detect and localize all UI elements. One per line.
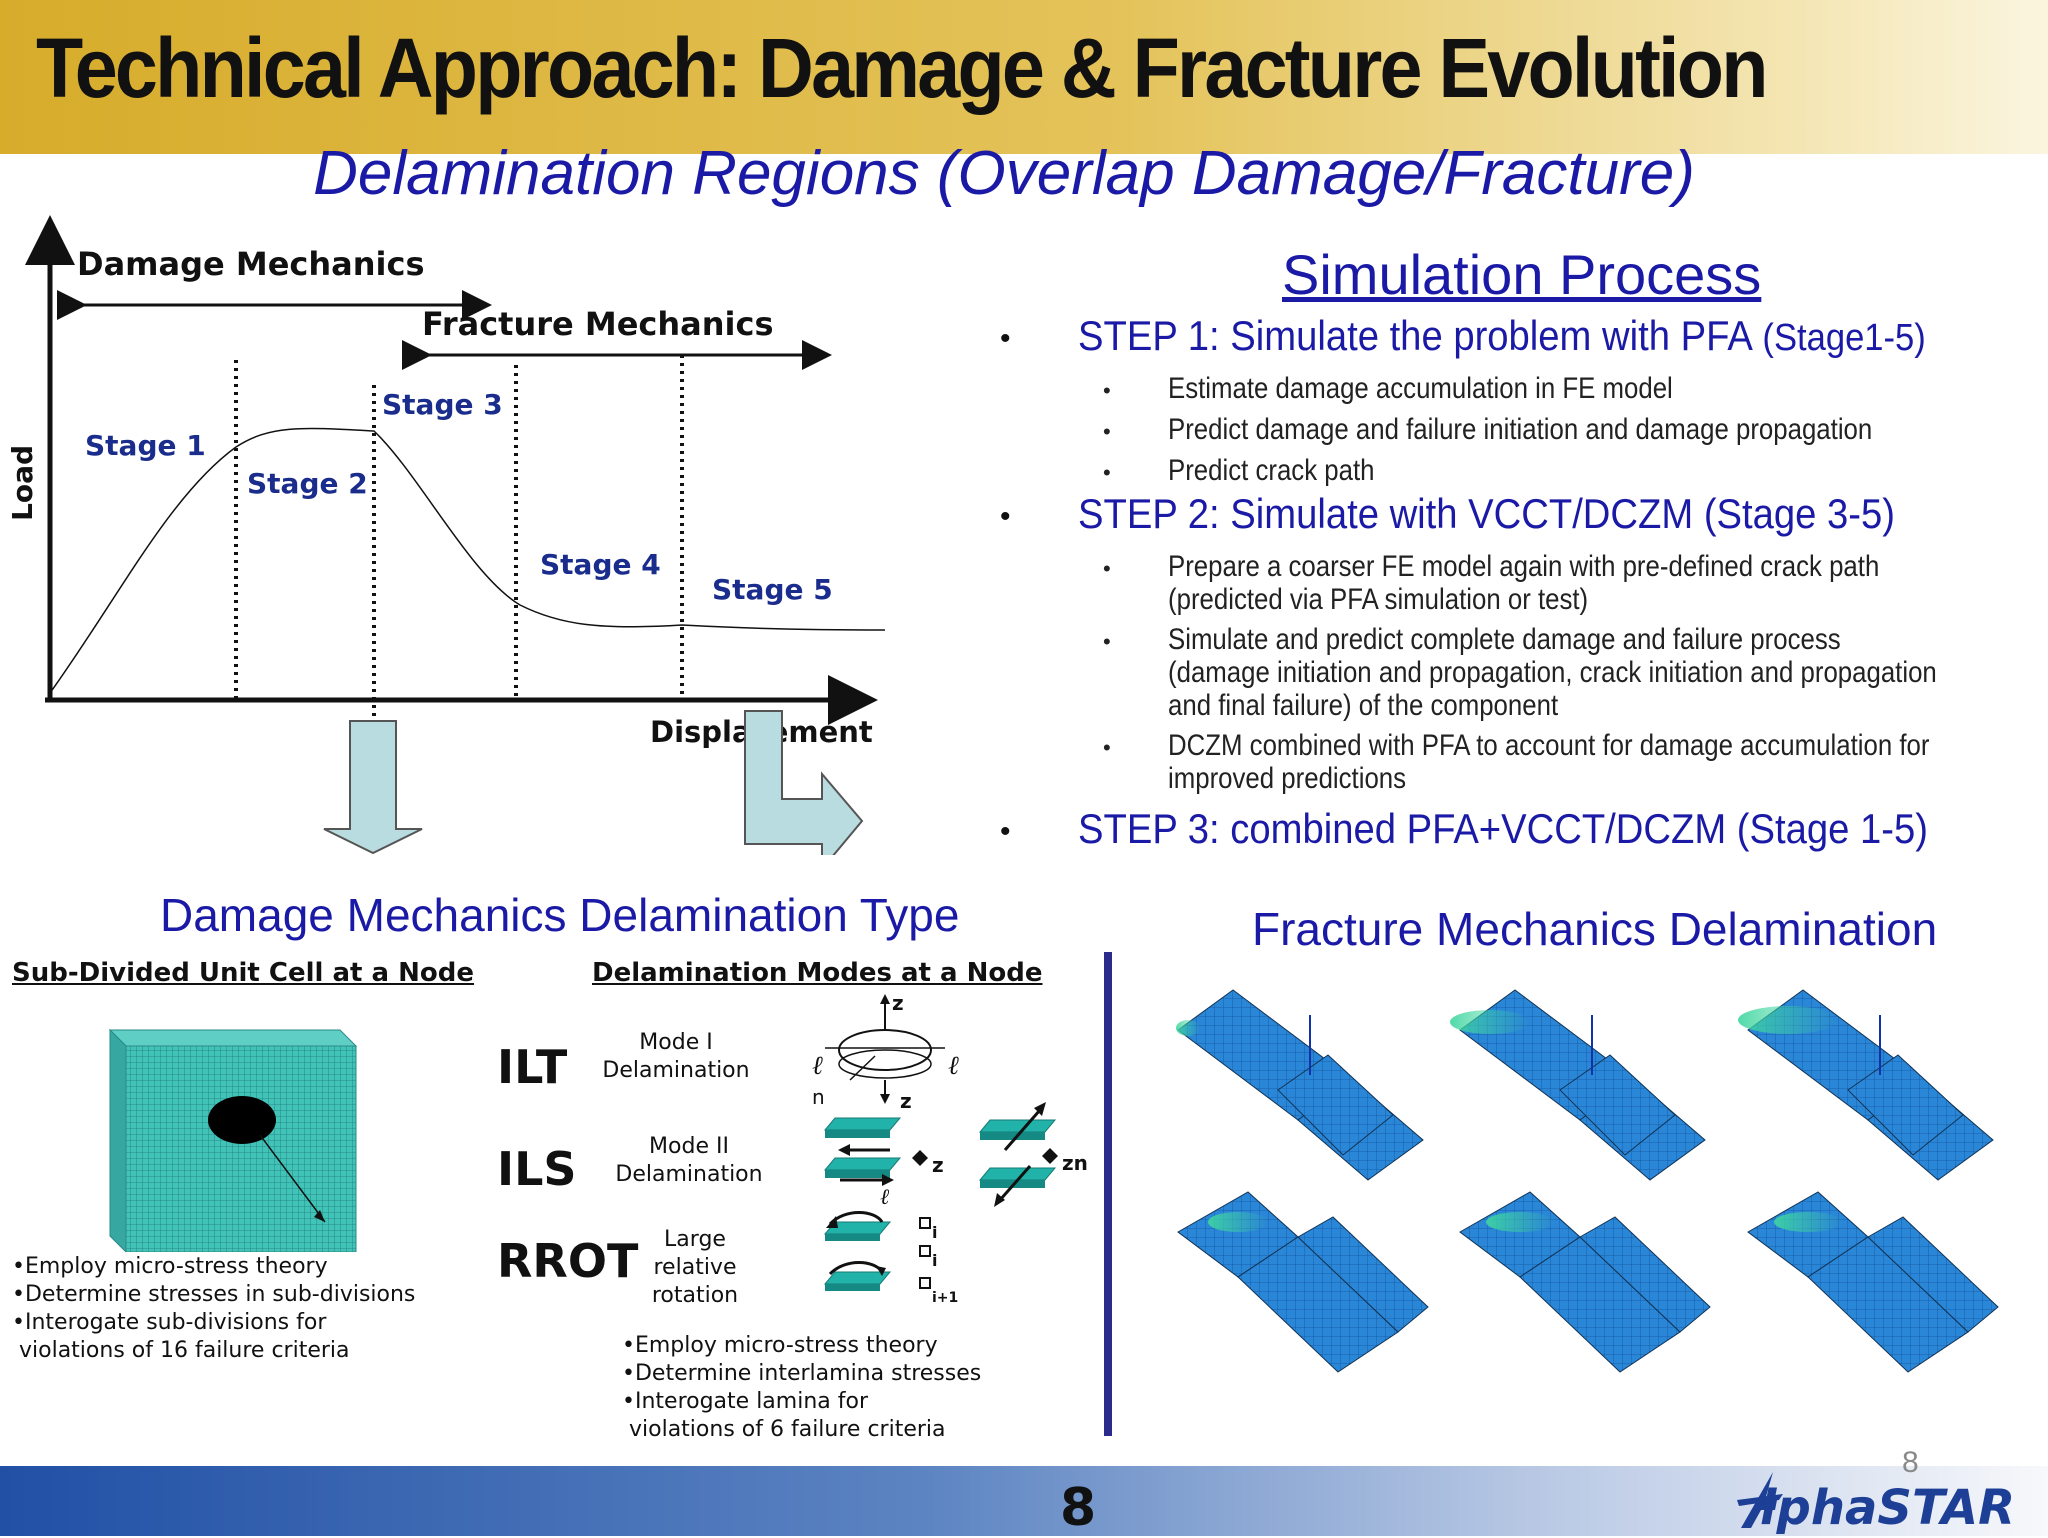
step2-bullet: •: [1000, 500, 1011, 533]
title-bar: [0, 0, 2048, 154]
stage-1-label: Stage 1: [85, 429, 206, 462]
step2-item: Prepare a coarser FE model again with pr…: [1168, 550, 1880, 616]
step1-item: Predict damage and failure initiation an…: [1168, 413, 1873, 446]
mode3-diagram: i i i+1: [823, 1211, 958, 1306]
fracture-simulation-images: [1176, 989, 1999, 1373]
mode1-diagram: z ℓ ℓ n z: [812, 991, 959, 1113]
svg-text:ℓ: ℓ: [948, 1051, 959, 1081]
down-arrow: [323, 720, 423, 855]
ilt-label: ILT: [497, 1040, 568, 1094]
damage-mechanics-label: Damage Mechanics: [77, 245, 425, 283]
fe-model: [1738, 989, 1994, 1181]
fe-model: [1450, 989, 1706, 1181]
damage-section-title: Damage Mechanics Delamination Type: [160, 889, 960, 941]
svg-text:ℓ: ℓ: [880, 1185, 890, 1210]
stage-5-label: Stage 5: [712, 573, 833, 606]
footer-bar: [0, 1466, 2048, 1536]
svg-text:z: z: [932, 1153, 944, 1177]
footer-page-number: 8: [1060, 1478, 1097, 1538]
step1-bullet: •: [1000, 322, 1011, 355]
load-displacement-graph: Load Displacement Damage Mechanics Fract…: [6, 215, 886, 855]
step3-heading: STEP 3: combined PFA+VCCT/DCZM (Stage 1-…: [1078, 805, 1928, 852]
stage-2-label: Stage 2: [247, 467, 368, 500]
slide-subtitle: Delamination Regions (Overlap Damage/Fra…: [313, 139, 1695, 208]
fracture-section-title: Fracture Mechanics Delamination: [1252, 903, 1938, 955]
svg-text:i+1: i+1: [932, 1290, 958, 1306]
bullet-dot: •: [1103, 378, 1111, 403]
fe-model: [1177, 1191, 1429, 1373]
fracture-mechanics-label: Fracture Mechanics: [422, 305, 774, 343]
modes-notes: •Employ micro-stress theory •Determine i…: [622, 1333, 982, 1442]
alphastar-logo: lphaSTAR: [1760, 1480, 2016, 1536]
ils-desc: Mode II Delamination: [615, 1134, 763, 1187]
ilt-desc: Mode I Delamination: [602, 1030, 750, 1083]
svg-text:z: z: [900, 1089, 912, 1113]
stage-3-label: Stage 3: [382, 388, 503, 421]
alphastar-logo-icon: [1737, 1472, 1783, 1528]
unit-cell-header: Sub-Divided Unit Cell at a Node: [12, 958, 474, 988]
step2-heading: STEP 2: Simulate with VCCT/DCZM (Stage 3…: [1078, 490, 1896, 537]
step1-item: Predict crack path: [1168, 454, 1375, 487]
simulation-title: Simulation Process: [1282, 243, 1762, 306]
svg-text:z: z: [892, 991, 904, 1015]
slide-title: Technical Approach: Damage & Fracture Ev…: [36, 21, 1768, 115]
rrot-label: RROT: [497, 1234, 639, 1288]
delamination-modes-figure: z ℓ ℓ n z z ℓ zn: [812, 991, 1088, 1306]
section-divider: [1104, 952, 1112, 1436]
step1-heading: STEP 1: Simulate the problem with PFA (S…: [1078, 312, 1926, 359]
svg-text:zn: zn: [1062, 1151, 1088, 1175]
svg-text:n: n: [812, 1085, 825, 1109]
y-axis-label: Load: [6, 445, 39, 521]
mode2-diagram: z ℓ zn: [823, 1102, 1088, 1210]
stage-4-label: Stage 4: [540, 548, 661, 581]
fe-model: [1747, 1191, 1999, 1373]
step3-bullet: •: [1000, 815, 1011, 848]
fe-model: [1176, 989, 1424, 1181]
unit-cell-figure: [108, 1028, 358, 1252]
svg-text:ℓ: ℓ: [812, 1051, 823, 1081]
corner-page-number: 8: [1902, 1446, 1919, 1479]
modes-header: Delamination Modes at a Node: [592, 958, 1043, 988]
bullet-dot: •: [1103, 419, 1111, 444]
turn-arrow: [744, 710, 864, 855]
load-curve: [49, 427, 886, 694]
bullet-dot: •: [1103, 629, 1111, 654]
svg-text:i: i: [932, 1251, 937, 1270]
rrot-desc: Large relative rotation: [651, 1227, 739, 1308]
svg-text:i: i: [932, 1223, 937, 1242]
bullet-dot: •: [1103, 460, 1111, 485]
fe-model: [1459, 1191, 1711, 1373]
ils-label: ILS: [497, 1142, 577, 1196]
bullet-dot: •: [1103, 735, 1111, 760]
bullet-dot: •: [1103, 556, 1111, 581]
step2-item: Simulate and predict complete damage and…: [1168, 623, 1937, 722]
step1-item: Estimate damage accumulation in FE model: [1168, 372, 1673, 405]
step2-item: DCZM combined with PFA to account for da…: [1168, 729, 1930, 795]
unit-cell-notes: •Employ micro-stress theory •Determine s…: [12, 1254, 416, 1363]
